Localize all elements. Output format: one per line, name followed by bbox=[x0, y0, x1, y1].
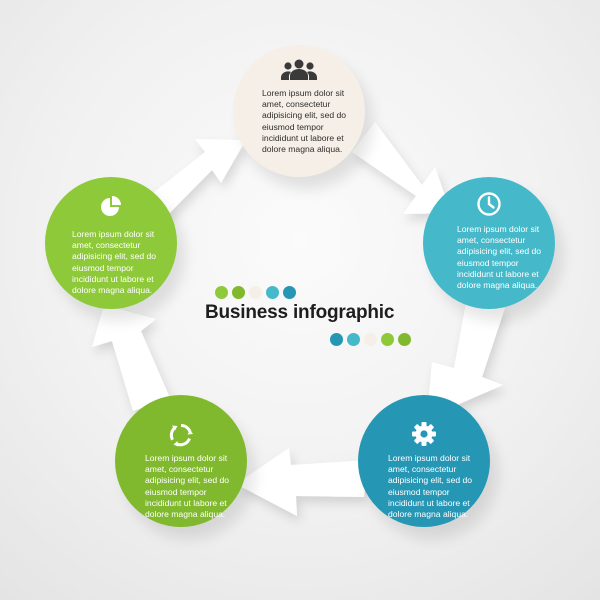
decor-dot bbox=[249, 286, 262, 299]
arrow-4-to-5 bbox=[92, 305, 170, 411]
decor-dot bbox=[381, 333, 394, 346]
decor-dot bbox=[364, 333, 377, 346]
step-5-text: Lorem ipsum dolor sit amet, consectetur … bbox=[72, 229, 157, 296]
step-2-circle: Lorem ipsum dolor sit amet, consectetur … bbox=[423, 177, 555, 309]
clock-icon bbox=[477, 192, 501, 216]
step-4-text: Lorem ipsum dolor sit amet, consectetur … bbox=[145, 453, 230, 520]
arrow-3-to-4 bbox=[236, 448, 368, 516]
decor-dot bbox=[330, 333, 343, 346]
decor-dot bbox=[232, 286, 245, 299]
step-2-text: Lorem ipsum dolor sit amet, consectetur … bbox=[457, 224, 542, 291]
step-3-circle: Lorem ipsum dolor sit amet, consectetur … bbox=[358, 395, 490, 527]
step-1-circle: Lorem ipsum dolor sit amet, consectetur … bbox=[233, 45, 365, 177]
step-1-text: Lorem ipsum dolor sit amet, consectetur … bbox=[262, 88, 347, 155]
arrow-2-to-3 bbox=[427, 297, 505, 418]
infographic-title: Business infographic bbox=[205, 302, 395, 323]
gear-icon bbox=[412, 422, 436, 446]
decor-dot bbox=[215, 286, 228, 299]
decor-dot bbox=[347, 333, 360, 346]
step-5-circle: Lorem ipsum dolor sit amet, consectetur … bbox=[45, 177, 177, 309]
people-icon bbox=[281, 59, 317, 80]
decor-dot bbox=[283, 286, 296, 299]
arrow-1-to-2 bbox=[352, 122, 451, 214]
step-4-circle: Lorem ipsum dolor sit amet, consectetur … bbox=[115, 395, 247, 527]
pie-chart-icon bbox=[101, 196, 121, 216]
step-3-text: Lorem ipsum dolor sit amet, consectetur … bbox=[388, 453, 473, 520]
decor-dot bbox=[398, 333, 411, 346]
cycle-icon bbox=[169, 423, 193, 447]
decor-dot bbox=[266, 286, 279, 299]
